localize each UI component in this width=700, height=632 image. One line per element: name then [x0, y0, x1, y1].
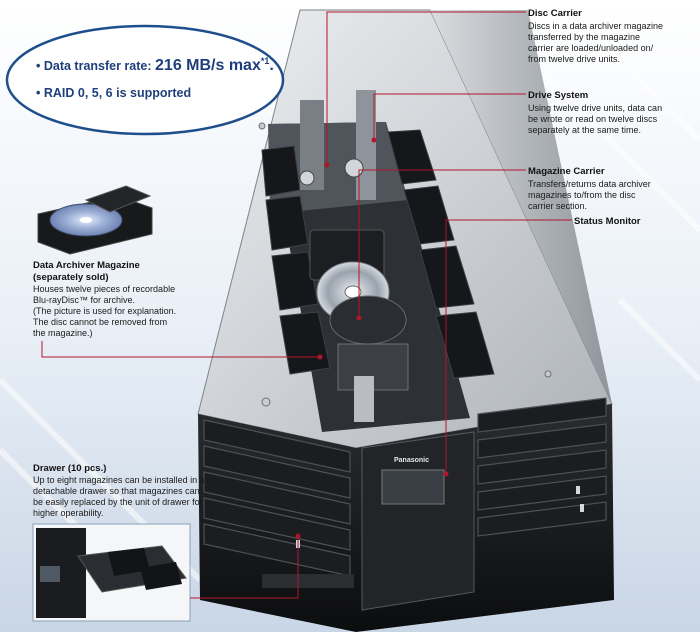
roller — [299, 170, 315, 186]
device-side-panel — [430, 10, 612, 404]
right-drawers — [477, 397, 607, 537]
magazine-lid — [84, 185, 152, 213]
leader-archiver-magazine — [41, 341, 320, 358]
leader-disc-carrier — [326, 11, 526, 165]
drive-system-title: Drive System — [528, 90, 588, 101]
magazine-disc-hub — [80, 217, 92, 223]
drawer-title: Drawer (10 pcs.) — [33, 463, 106, 474]
transfer-rate-line: • Data transfer rate: 216 MB/s max*1. — [36, 56, 274, 74]
roller — [344, 158, 364, 178]
status-monitor-screen — [381, 469, 445, 505]
photo-rack-screen — [40, 566, 60, 582]
spec-highlight-ellipse — [5, 24, 285, 136]
magazine-illustration — [37, 185, 153, 255]
drawer-photo — [32, 523, 191, 622]
drawer-desc: Up to eight magazines can be installed i… — [33, 475, 207, 518]
disc-carrier-title: Disc Carrier — [528, 8, 582, 19]
archiver-magazine-title: Data Archiver Magazine — [33, 260, 140, 271]
left-drawers — [203, 419, 351, 577]
magazine-carrier-title: Magazine Carrier — [528, 166, 605, 177]
photo-drawer-mag — [140, 562, 182, 590]
screw — [544, 370, 552, 378]
archiver-magazine-desc: Houses twelve pieces of recordable Blu-r… — [33, 284, 179, 338]
disc-carrier-desc: Discs in a data archiver magazine transf… — [528, 21, 666, 64]
status-monitor-title: Status Monitor — [574, 216, 641, 227]
magazine-carrier-desc: Transfers/returns data archiver magazine… — [528, 179, 653, 211]
leader-drawer — [190, 536, 299, 599]
leader-magazine-carrier — [358, 169, 526, 318]
leader-status-monitor — [445, 219, 572, 474]
raid-support-line: • RAID 0, 5, 6 is supported — [36, 86, 191, 100]
carrier-rail — [354, 376, 374, 422]
archiver-magazine-subtitle: (separately sold) — [33, 272, 109, 283]
photo-drawer-mag — [108, 548, 150, 576]
archiver-device — [197, 9, 614, 632]
disc-stack — [329, 295, 407, 345]
leader-lines — [41, 11, 572, 599]
screw — [261, 397, 271, 407]
leader-drive-system — [373, 93, 526, 140]
lower-panel-slot — [262, 574, 354, 588]
drive-system-desc: Using twelve drive units, data can be wr… — [528, 103, 665, 135]
interior-left-magazines — [261, 145, 331, 375]
screw — [258, 122, 266, 130]
device-brand-logo: Panasonic — [394, 457, 429, 464]
